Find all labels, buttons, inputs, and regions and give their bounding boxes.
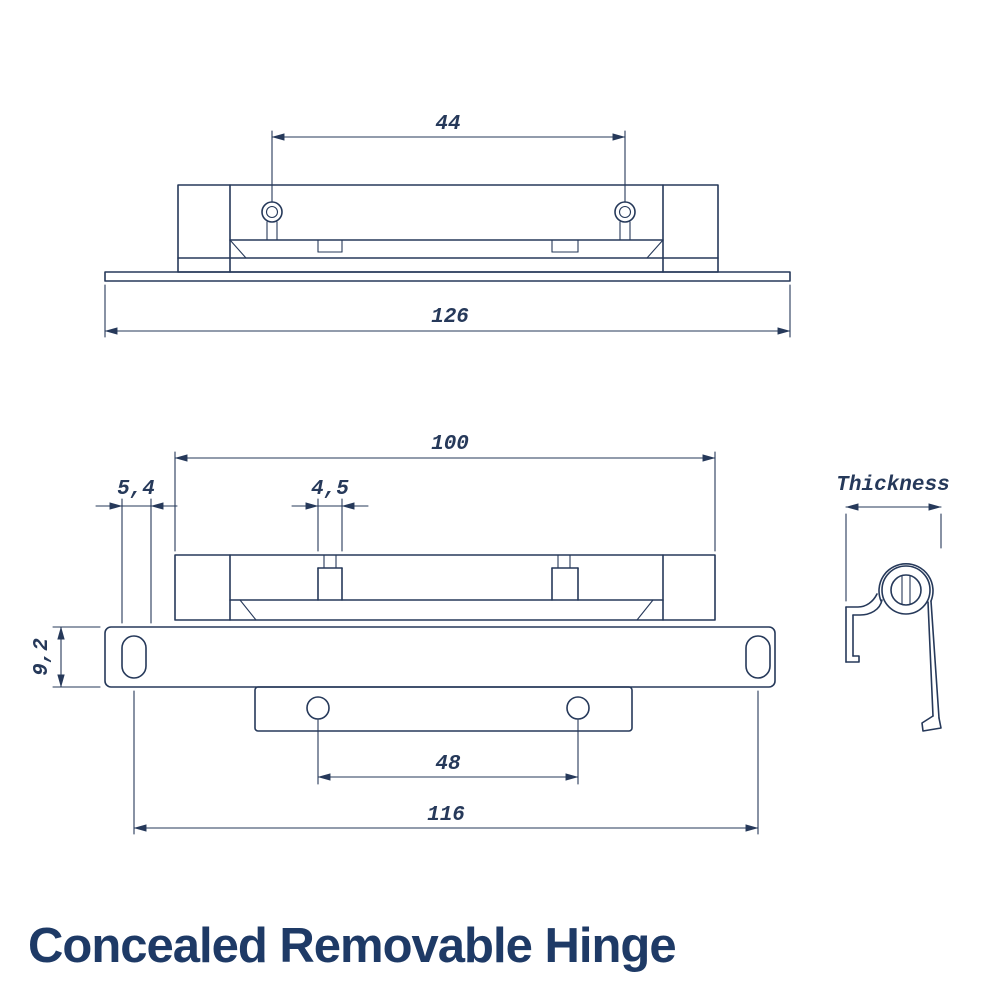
dim-label-slot-spacing: 116 bbox=[427, 804, 465, 827]
dim-label-thickness: Thickness bbox=[836, 474, 949, 497]
screw-left bbox=[261, 201, 283, 241]
dim-leaf-height: 9,2 bbox=[31, 626, 101, 688]
dim-label-body-length: 100 bbox=[431, 433, 469, 456]
page-title: Concealed Removable Hinge bbox=[28, 919, 677, 973]
leaf-plate-outer bbox=[930, 600, 940, 719]
dim-slot-spacing: 116 bbox=[133, 690, 759, 835]
mounting-plate bbox=[254, 686, 633, 732]
hole-right bbox=[566, 696, 590, 720]
side-view: Thickness bbox=[836, 474, 950, 732]
dim-hole-spacing: 48 bbox=[317, 719, 579, 785]
front-view-tab-right bbox=[551, 554, 579, 601]
barrel-circle bbox=[881, 565, 931, 615]
bracket bbox=[845, 593, 883, 663]
dim-slot-offset: 5,4 bbox=[95, 478, 178, 624]
leaf-plate-inner bbox=[927, 601, 934, 717]
front-view: 100 5,4 4,5 9,2 48 bbox=[31, 433, 776, 835]
pin-circle bbox=[890, 574, 922, 606]
slot-left bbox=[121, 635, 147, 679]
dim-label-hole-spacing: 48 bbox=[435, 753, 461, 776]
base-plate bbox=[104, 271, 791, 282]
wrap-arc bbox=[878, 563, 934, 602]
dim-label-leaf-height: 9,2 bbox=[31, 638, 54, 676]
dim-label-overall-length: 126 bbox=[431, 306, 469, 329]
screw-right bbox=[614, 201, 636, 241]
slot-right bbox=[745, 635, 771, 679]
dim-label-screw-spacing: 44 bbox=[435, 113, 460, 136]
dim-overall-length: 126 bbox=[104, 284, 791, 338]
hole-left bbox=[306, 696, 330, 720]
hinge-body-front bbox=[174, 554, 716, 621]
leaf-plate-foot bbox=[921, 715, 942, 732]
dim-label-tab-width: 4,5 bbox=[311, 478, 349, 501]
dim-body-length: 100 bbox=[174, 433, 716, 552]
dim-label-slot-offset: 5,4 bbox=[117, 478, 155, 501]
dim-tab-width: 4,5 bbox=[291, 478, 369, 552]
top-view-body bbox=[104, 184, 791, 282]
front-view-tab-left bbox=[317, 554, 343, 601]
dim-thickness: Thickness bbox=[836, 474, 950, 602]
hinge-body-outline bbox=[177, 184, 719, 273]
leaf-bar bbox=[104, 626, 776, 688]
top-view: 44 126 bbox=[104, 113, 791, 338]
side-view-profile bbox=[845, 563, 942, 732]
front-view-body bbox=[174, 554, 716, 621]
dim-screw-spacing: 44 bbox=[271, 113, 626, 203]
top-view-tab-details bbox=[317, 239, 579, 253]
